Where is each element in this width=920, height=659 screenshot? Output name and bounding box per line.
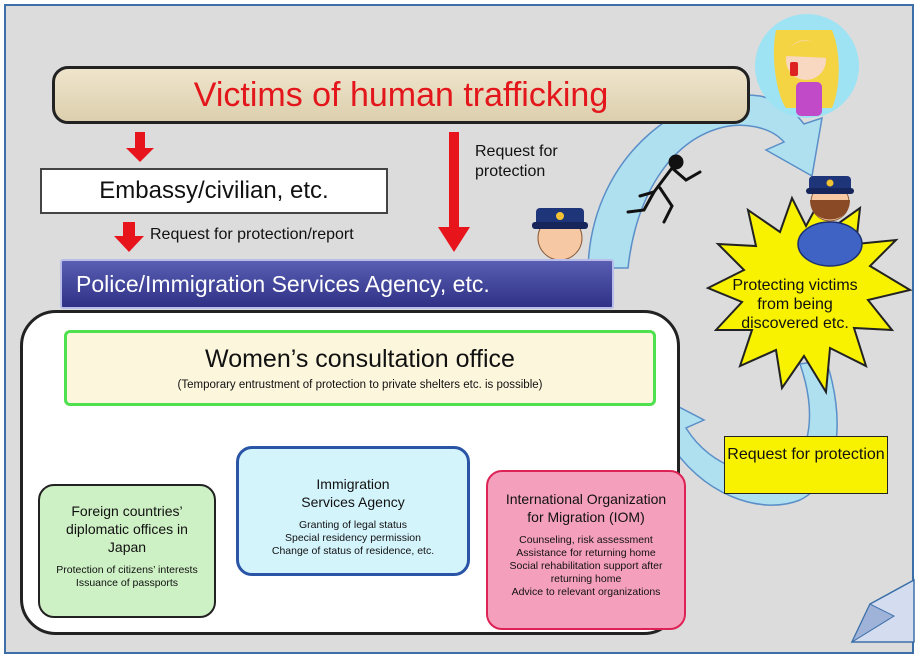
request-protection-report-label: Request for protection/report — [150, 226, 354, 243]
arrow-escape-curve — [587, 94, 823, 269]
isa-item: Granting of legal status — [299, 519, 407, 531]
arrow-victims-to-police — [438, 132, 470, 252]
arrow-embassy-to-police — [114, 222, 144, 252]
arrow-victims-to-embassy — [126, 132, 154, 162]
iom-item: Assistance for returning home — [516, 547, 656, 559]
protecting-victims-label: Protecting victims from being discovered… — [732, 277, 858, 332]
iom-item: Advice to relevant organizations — [511, 586, 661, 598]
request-protection-scroll: Request for protection — [724, 436, 888, 494]
request-protection-scroll-label: Request for protection — [727, 446, 885, 463]
womens-consultation-office: Women’s consultation office (Temporary e… — [64, 330, 656, 406]
isa-item: Change of status of residence, etc. — [271, 545, 435, 557]
foreign-item: Issuance of passports — [75, 577, 179, 589]
iom-box: International Organization for Migration… — [486, 470, 686, 630]
foreign-item: Protection of citizens’ interests — [56, 564, 198, 576]
woman-phone-icon — [755, 14, 859, 118]
police-bar: Police/Immigration Services Agency, etc. — [60, 259, 614, 309]
running-person-icon — [626, 154, 702, 224]
victims-title: Victims of human trafficking — [52, 66, 750, 124]
victims-title-text: Victims of human trafficking — [193, 76, 609, 114]
foreign-diplomatic-offices: Foreign countries’ diplomatic offices in… — [38, 484, 216, 618]
foreign-title: Foreign countries’ diplomatic offices in… — [66, 503, 188, 555]
iom-item: Social rehabilitation support after retu… — [509, 560, 663, 585]
immigration-services-agency: Immigration Services Agency Granting of … — [236, 446, 470, 576]
isa-title: Immigration Services Agency — [301, 476, 405, 510]
request-protection-label: Request for protection — [475, 143, 558, 180]
police-officer-icon — [797, 176, 863, 267]
office-title: Women’s consultation office — [205, 345, 515, 373]
embassy-box: Embassy/civilian, etc. — [40, 168, 388, 214]
iom-title: International Organization for Migration… — [505, 491, 667, 525]
iom-item: Counseling, risk assessment — [519, 534, 653, 546]
office-subtitle: (Temporary entrustment of protection to … — [177, 379, 543, 391]
isa-item: Special residency permission — [285, 532, 421, 544]
police-label: Police/Immigration Services Agency, etc. — [76, 271, 490, 297]
embassy-label: Embassy/civilian, etc. — [99, 177, 329, 204]
page-curl — [850, 578, 915, 644]
